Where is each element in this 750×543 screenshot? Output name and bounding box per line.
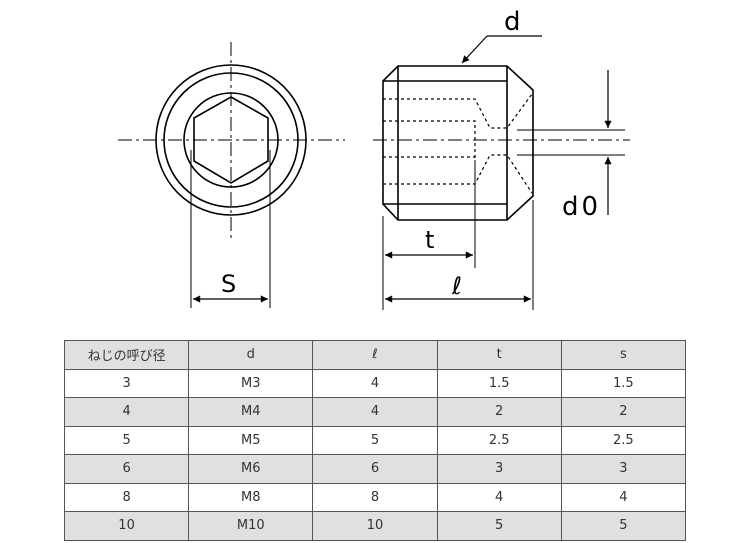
cell: M10 bbox=[188, 511, 314, 541]
side-view bbox=[373, 35, 630, 310]
cell: M6 bbox=[188, 454, 314, 484]
header-s: s bbox=[560, 340, 687, 370]
cell: 10 bbox=[312, 511, 438, 541]
cell: 2.5 bbox=[436, 425, 562, 455]
cell: 3 bbox=[560, 454, 687, 484]
cell: 2 bbox=[560, 397, 687, 427]
cell: 3 bbox=[63, 368, 190, 398]
set-screw-drawing: S d d0 t ℓ bbox=[118, 7, 630, 310]
cell: 5 bbox=[63, 425, 190, 455]
header-l: ℓ bbox=[312, 340, 438, 370]
cell: 5 bbox=[436, 511, 562, 541]
table-header-row: ねじの呼び径 d ℓ t s bbox=[63, 340, 687, 370]
header-nominal-diameter: ねじの呼び径 bbox=[63, 340, 190, 370]
cell: 3 bbox=[436, 454, 562, 484]
cell: 10 bbox=[63, 511, 190, 541]
cell: 4 bbox=[436, 482, 562, 512]
label-t: t bbox=[425, 226, 434, 254]
cell: 4 bbox=[312, 397, 438, 427]
label-d: d bbox=[504, 7, 521, 37]
cell: 8 bbox=[312, 482, 438, 512]
cell: 1.5 bbox=[560, 368, 687, 398]
cell: 6 bbox=[312, 454, 438, 484]
header-d: d bbox=[188, 340, 314, 370]
cell: 4 bbox=[63, 397, 190, 427]
cell: 5 bbox=[560, 511, 687, 541]
cell: 5 bbox=[312, 425, 438, 455]
cell: M4 bbox=[188, 397, 314, 427]
label-d0: d0 bbox=[562, 192, 601, 222]
cell: 8 bbox=[63, 482, 190, 512]
cell: 6 bbox=[63, 454, 190, 484]
cell: 4 bbox=[312, 368, 438, 398]
cell: M3 bbox=[188, 368, 314, 398]
cell: 2 bbox=[436, 397, 562, 427]
cell: M8 bbox=[188, 482, 314, 512]
cell: 1.5 bbox=[436, 368, 562, 398]
cell: M5 bbox=[188, 425, 314, 455]
cell: 4 bbox=[560, 482, 687, 512]
label-l: ℓ bbox=[451, 272, 462, 300]
cell: 2.5 bbox=[560, 425, 687, 455]
end-view bbox=[118, 42, 345, 308]
label-s: S bbox=[221, 270, 236, 298]
header-t: t bbox=[436, 340, 562, 370]
